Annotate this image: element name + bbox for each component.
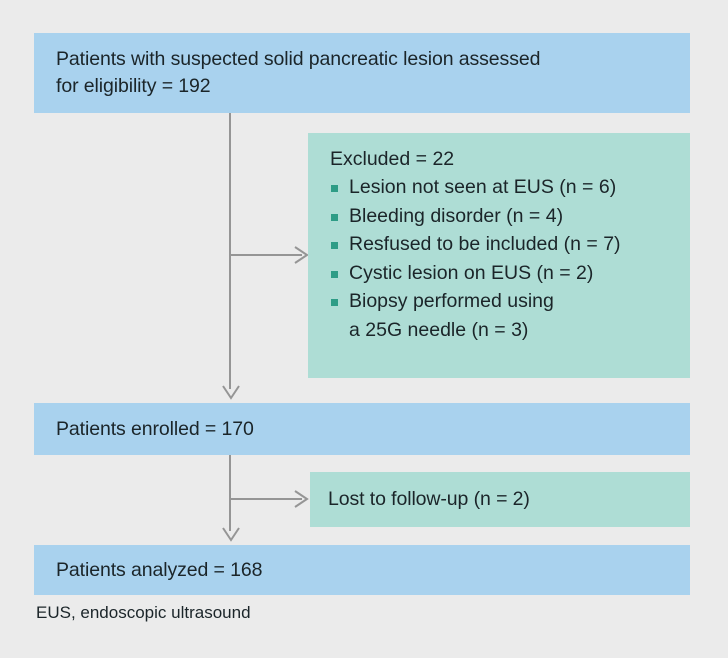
bullet-square-icon: [331, 299, 338, 306]
abbreviation-footnote: EUS, endoscopic ultrasound: [36, 603, 251, 622]
excluded-reason-item: Resfused to be included (n = 7): [326, 230, 690, 259]
node-patients-enrolled-label: Patients enrolled = 170: [56, 417, 254, 440]
excluded-reason-label: Bleeding disorder (n = 4): [349, 204, 564, 227]
arrowhead-right-2: [291, 490, 309, 508]
excluded-reason-item: Cystic lesion on EUS (n = 2): [326, 259, 690, 288]
connector-vertical-line-1: [229, 113, 231, 389]
connector-vertical-line-2: [229, 455, 231, 531]
excluded-reasons-list: Lesion not seen at EUS (n = 6) Bleeding d…: [326, 173, 690, 344]
excluded-reason-item: Lesion not seen at EUS (n = 6): [326, 173, 690, 202]
node-patients-analyzed: Patients analyzed = 168: [34, 545, 690, 595]
excluded-reason-label: Cystic lesion on EUS (n = 2): [349, 261, 594, 284]
arrowhead-right-1: [291, 246, 309, 264]
excluded-reason-label: Resfused to be included (n = 7): [349, 233, 621, 255]
node-excluded-title: Excluded = 22: [330, 148, 455, 170]
node-lost-to-followup: Lost to follow-up (n = 2): [310, 472, 690, 527]
node-patients-assessed: Patients with suspected solid pancreatic…: [34, 33, 690, 113]
node-excluded: Excluded = 22 Lesion not seen at EUS (n …: [308, 133, 690, 378]
bullet-square-icon: [331, 213, 338, 221]
excluded-reason-label: Biopsy performed using a 25G needle (n =…: [349, 290, 554, 341]
bullet-square-icon: [331, 185, 338, 192]
node-patients-analyzed-label: Patients analyzed = 168: [56, 558, 263, 581]
bullet-square-icon: [331, 242, 338, 249]
excluded-reason-label: Lesion not seen at EUS (n = 6): [349, 176, 617, 198]
excluded-reason-item: Biopsy performed using a 25G needle (n =…: [326, 287, 690, 344]
node-patients-assessed-label: Patients with suspected solid pancreatic…: [56, 48, 541, 97]
arrowhead-down-1: [222, 385, 240, 403]
excluded-reason-item: Bleeding disorder (n = 4): [326, 202, 690, 231]
node-lost-to-followup-label: Lost to follow-up (n = 2): [328, 488, 530, 510]
node-patients-enrolled: Patients enrolled = 170: [34, 403, 690, 455]
connector-horizontal-line-1: [230, 254, 302, 256]
bullet-square-icon: [331, 270, 338, 278]
connector-horizontal-line-2: [230, 498, 302, 500]
arrowhead-down-2: [222, 527, 240, 545]
